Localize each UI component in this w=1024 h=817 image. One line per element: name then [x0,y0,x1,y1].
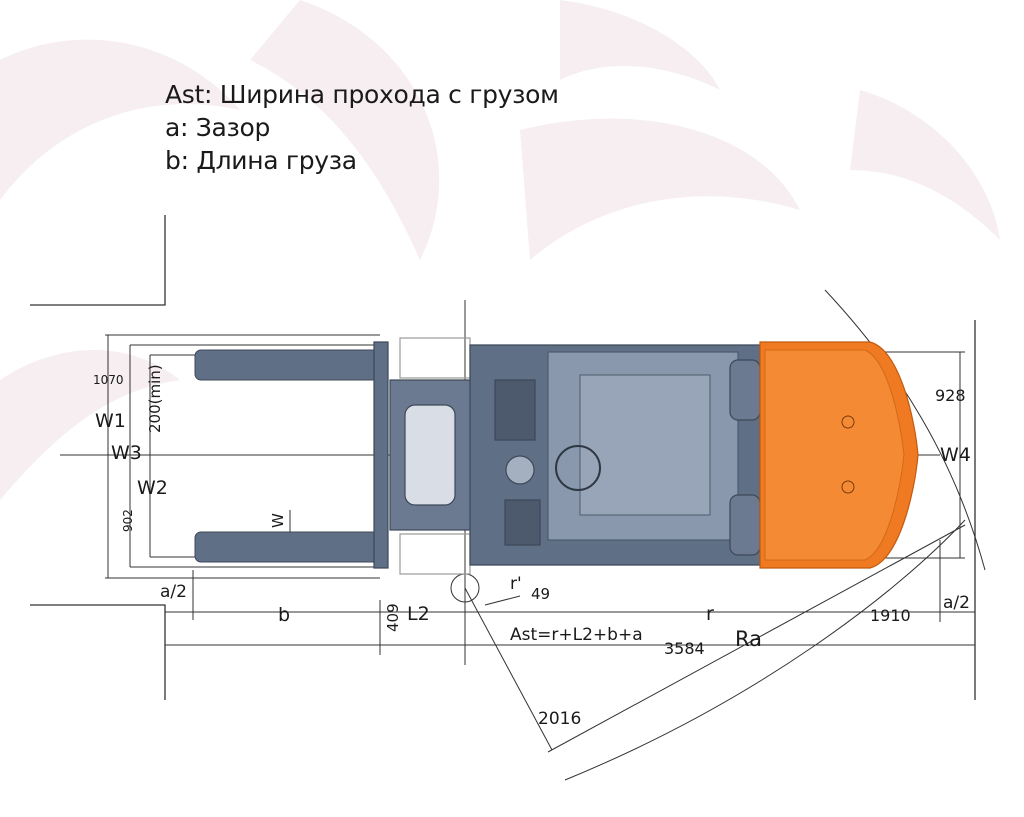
label-w: W [269,513,287,528]
dimension-labels: 1070 W1 200(min) W3 W2 902 W a/2 b 409 L… [93,364,971,729]
label-w4: W4 [940,444,971,466]
label-w3: W3 [111,442,142,464]
label-w1: W1 [95,410,126,432]
aisle-frame [30,215,976,700]
legend-b: b: Длина груза [165,146,357,175]
legend-ast: Ast: Ширина прохода с грузом [165,80,559,109]
label-l2: L2 [407,603,430,625]
label-a-half-right: a/2 [943,593,970,613]
label-49: 49 [531,585,550,603]
label-902: 902 [121,509,135,532]
legend: Ast: Ширина прохода с грузом a: Зазор b:… [165,78,559,177]
mast [373,337,476,575]
watermark-logo [0,0,1000,500]
label-ra: Ra [735,627,762,651]
label-b: b [278,604,290,626]
label-409: 409 [384,603,402,632]
label-a-half-left: a/2 [160,582,187,602]
label-w2: W2 [137,477,168,499]
label-2016: 2016 [538,709,581,729]
legend-a: a: Зазор [165,113,271,142]
label-formula: Ast=r+L2+b+a [510,625,643,645]
label-3584: 3584 [664,639,705,658]
truck-body [469,344,761,566]
forks [194,349,381,563]
label-200min: 200(min) [146,364,164,433]
label-928: 928 [935,386,966,405]
label-1070: 1070 [93,373,124,387]
label-r: r [706,603,714,625]
label-r-prime: r' [510,574,522,594]
label-1910: 1910 [870,606,911,625]
